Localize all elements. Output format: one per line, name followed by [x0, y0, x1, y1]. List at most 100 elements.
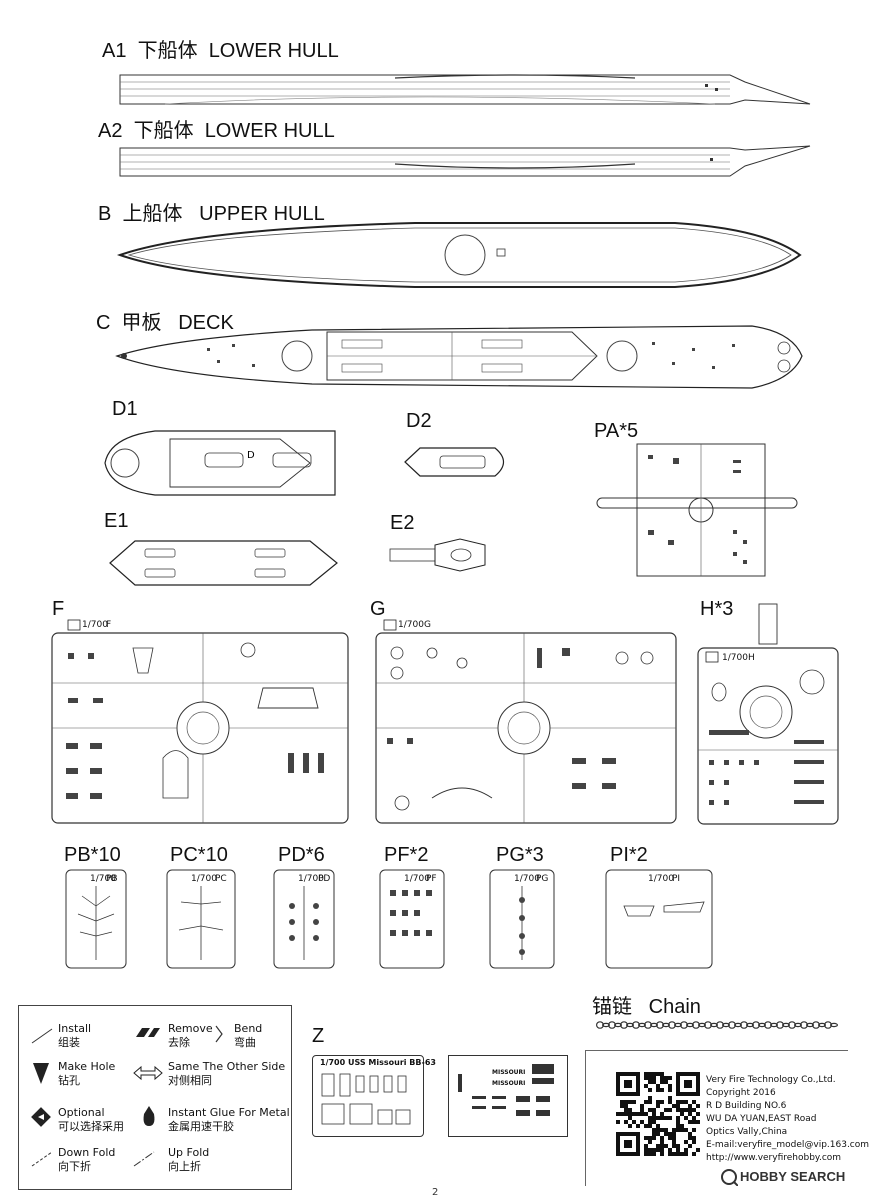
sprue-h-scale: 1/700 [722, 653, 748, 663]
label-chain: 锚链 Chain [592, 996, 701, 1018]
qr-module [672, 1128, 676, 1132]
qr-module [688, 1136, 692, 1140]
fret-pc [166, 869, 236, 969]
qr-module [664, 1128, 668, 1132]
qr-module [656, 1132, 660, 1136]
qr-module [648, 1140, 652, 1144]
qr-module [656, 1072, 660, 1076]
company-info-box [585, 1050, 848, 1186]
chain-link [709, 1022, 718, 1028]
qr-module [624, 1108, 628, 1112]
label-pf: PF*2 [384, 844, 429, 866]
qr-module [684, 1148, 688, 1152]
bend-icon [215, 1025, 223, 1043]
fret-z-title: 1/700 USS Missouri BB-63 [320, 1058, 436, 1067]
qr-module [640, 1108, 644, 1112]
glue-bottle-icon [143, 1106, 155, 1126]
qr-module [668, 1088, 672, 1092]
label-d2: D2 [406, 410, 432, 432]
qr-module [644, 1148, 648, 1152]
symbol-legend [18, 1005, 292, 1190]
fret-z-right [448, 1055, 568, 1137]
sprue-g-scale: 1/700 [398, 620, 424, 630]
chain-link [655, 1021, 664, 1029]
chain-link [649, 1022, 658, 1028]
qr-module [652, 1080, 656, 1084]
chain-link [830, 1022, 839, 1028]
qr-module [664, 1116, 668, 1120]
chain-link [643, 1021, 652, 1029]
qr-module [660, 1144, 664, 1148]
label-b: B 上船体 UPPER HULL [98, 203, 325, 225]
company-website[interactable]: http://www.veryfirehobby.com [706, 1153, 842, 1163]
legend-up-fold: Up Fold [168, 1146, 210, 1159]
fret-pf-tag: PF [426, 874, 437, 884]
deck-c-drawing [115, 325, 803, 389]
qr-module [672, 1152, 676, 1156]
qr-module [624, 1104, 628, 1108]
qr-module [660, 1072, 664, 1076]
fret-pd-scale: 1/700 [298, 874, 324, 884]
qr-module [640, 1104, 644, 1108]
qr-module [696, 1104, 700, 1108]
qr-module [676, 1120, 680, 1124]
fret-pi-tag: PI [672, 874, 681, 884]
qr-module [676, 1116, 680, 1120]
legend-install-cn: 组装 [58, 1036, 80, 1049]
qr-module [664, 1108, 668, 1112]
fret-pf-scale: 1/700 [404, 874, 430, 884]
chain-link [752, 1021, 761, 1029]
qr-module [644, 1136, 648, 1140]
qr-module [684, 1128, 688, 1132]
legend-optional-cn: 可以选择采用 [58, 1120, 124, 1133]
qr-module [644, 1144, 648, 1148]
qr-module [616, 1120, 620, 1124]
qr-module [680, 1128, 684, 1132]
up-fold-icon [133, 1151, 155, 1167]
qr-module [660, 1076, 664, 1080]
legend-glue: Instant Glue For Metal [168, 1106, 290, 1119]
qr-module [644, 1100, 648, 1104]
chain-link [818, 1022, 827, 1028]
legend-glue-cn: 金属用速干胶 [168, 1120, 234, 1133]
qr-module [660, 1140, 664, 1144]
fret-pg [489, 869, 555, 969]
chain-link [788, 1021, 797, 1029]
qr-module [668, 1148, 672, 1152]
qr-module [672, 1104, 676, 1108]
chain-link [608, 1021, 617, 1029]
legend-same: Same The Other Side [168, 1060, 286, 1073]
qr-module [648, 1136, 652, 1140]
qr-module [668, 1076, 672, 1080]
qr-module [648, 1100, 652, 1104]
part-d2-drawing [404, 447, 505, 477]
label-h: H*3 [700, 598, 734, 620]
qr-module [692, 1116, 696, 1120]
label-d1: D1 [112, 398, 138, 420]
qr-module [676, 1152, 680, 1156]
company-name: Very Fire Technology Co.,Ltd. [706, 1075, 836, 1085]
qr-module [684, 1108, 688, 1112]
qr-module [652, 1132, 656, 1136]
qr-module [652, 1148, 656, 1152]
fret-pg-scale: 1/700 [514, 874, 540, 884]
fret-z-right-parts [458, 1064, 554, 1116]
qr-module [688, 1132, 692, 1136]
qr-module [656, 1084, 660, 1088]
qr-module [676, 1144, 680, 1148]
qr-module [656, 1144, 660, 1148]
qr-module [648, 1072, 652, 1076]
chain-link [626, 1022, 635, 1028]
part-d1-drawing: D [104, 430, 336, 496]
chain-link [596, 1021, 604, 1029]
qr-module [648, 1088, 652, 1092]
qr-module [692, 1100, 696, 1104]
qr-module [692, 1140, 696, 1144]
qr-module [680, 1108, 684, 1112]
qr-module [648, 1116, 652, 1120]
qr-module [620, 1104, 624, 1108]
fret-z-name1: MISSOURI [492, 1069, 526, 1076]
qr-module [660, 1136, 664, 1140]
qr-module [632, 1100, 636, 1104]
lower-hull-a1-drawing [119, 74, 811, 105]
